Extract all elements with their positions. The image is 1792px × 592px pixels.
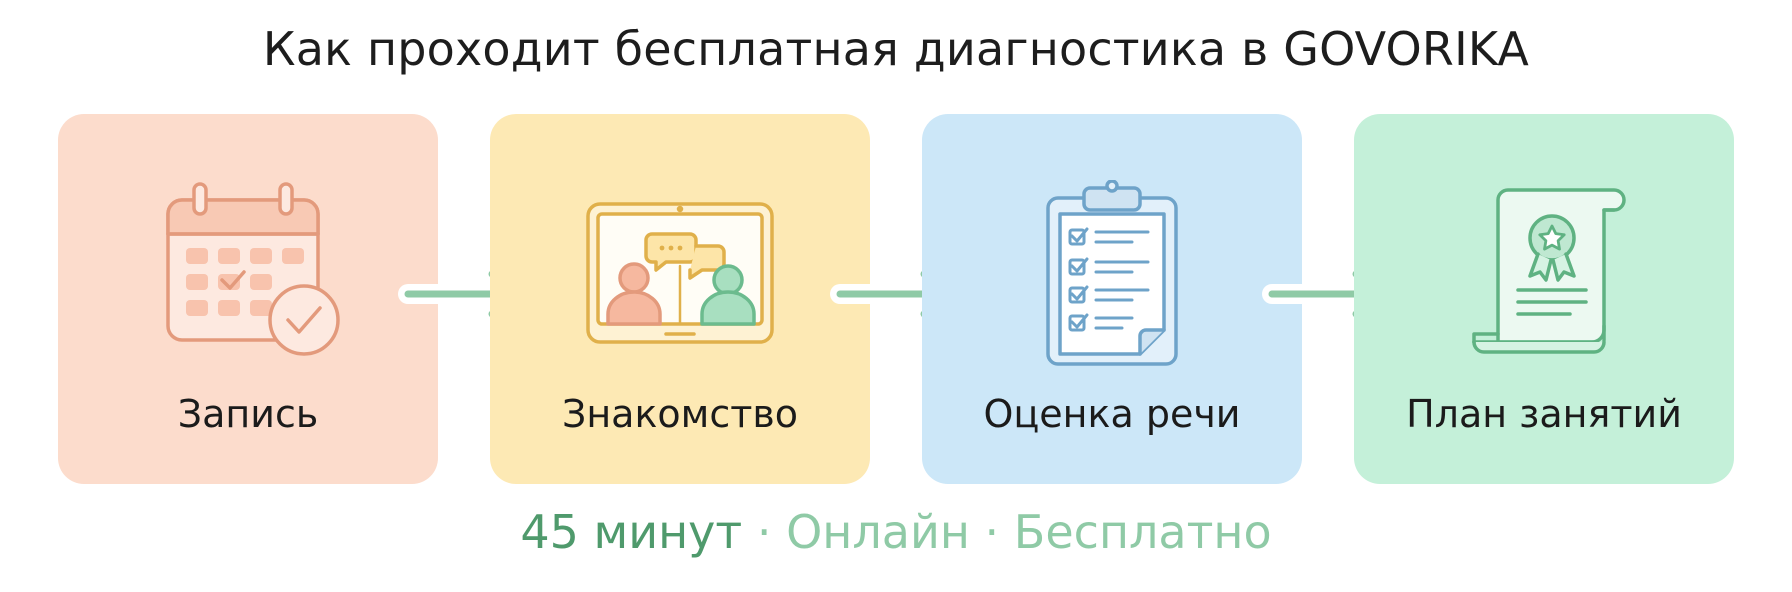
step-card-booking: Запись bbox=[58, 114, 438, 484]
price-text: Бесплатно bbox=[1013, 505, 1272, 559]
step-label: Запись bbox=[177, 392, 319, 436]
separator: · bbox=[756, 505, 772, 559]
video-call-icon bbox=[580, 180, 780, 370]
step-card-introduction: Знакомство bbox=[490, 114, 870, 484]
duration-text: 45 минут bbox=[520, 505, 743, 559]
step-label: Оценка речи bbox=[983, 392, 1241, 436]
format-text: Онлайн bbox=[786, 505, 970, 559]
step-label: Знакомство bbox=[561, 392, 799, 436]
step-card-speech-assessment: Оценка речи bbox=[922, 114, 1302, 484]
summary-line: 45 минут · Онлайн · Бесплатно bbox=[0, 505, 1792, 559]
separator: · bbox=[984, 505, 1000, 559]
calendar-check-icon bbox=[148, 180, 348, 370]
certificate-icon bbox=[1444, 180, 1644, 370]
step-card-lesson-plan: План занятий bbox=[1354, 114, 1734, 484]
clipboard-checklist-icon bbox=[1012, 180, 1212, 370]
step-label: План занятий bbox=[1406, 392, 1682, 436]
page-title: Как проходит бесплатная диагностика в GO… bbox=[262, 22, 1530, 76]
